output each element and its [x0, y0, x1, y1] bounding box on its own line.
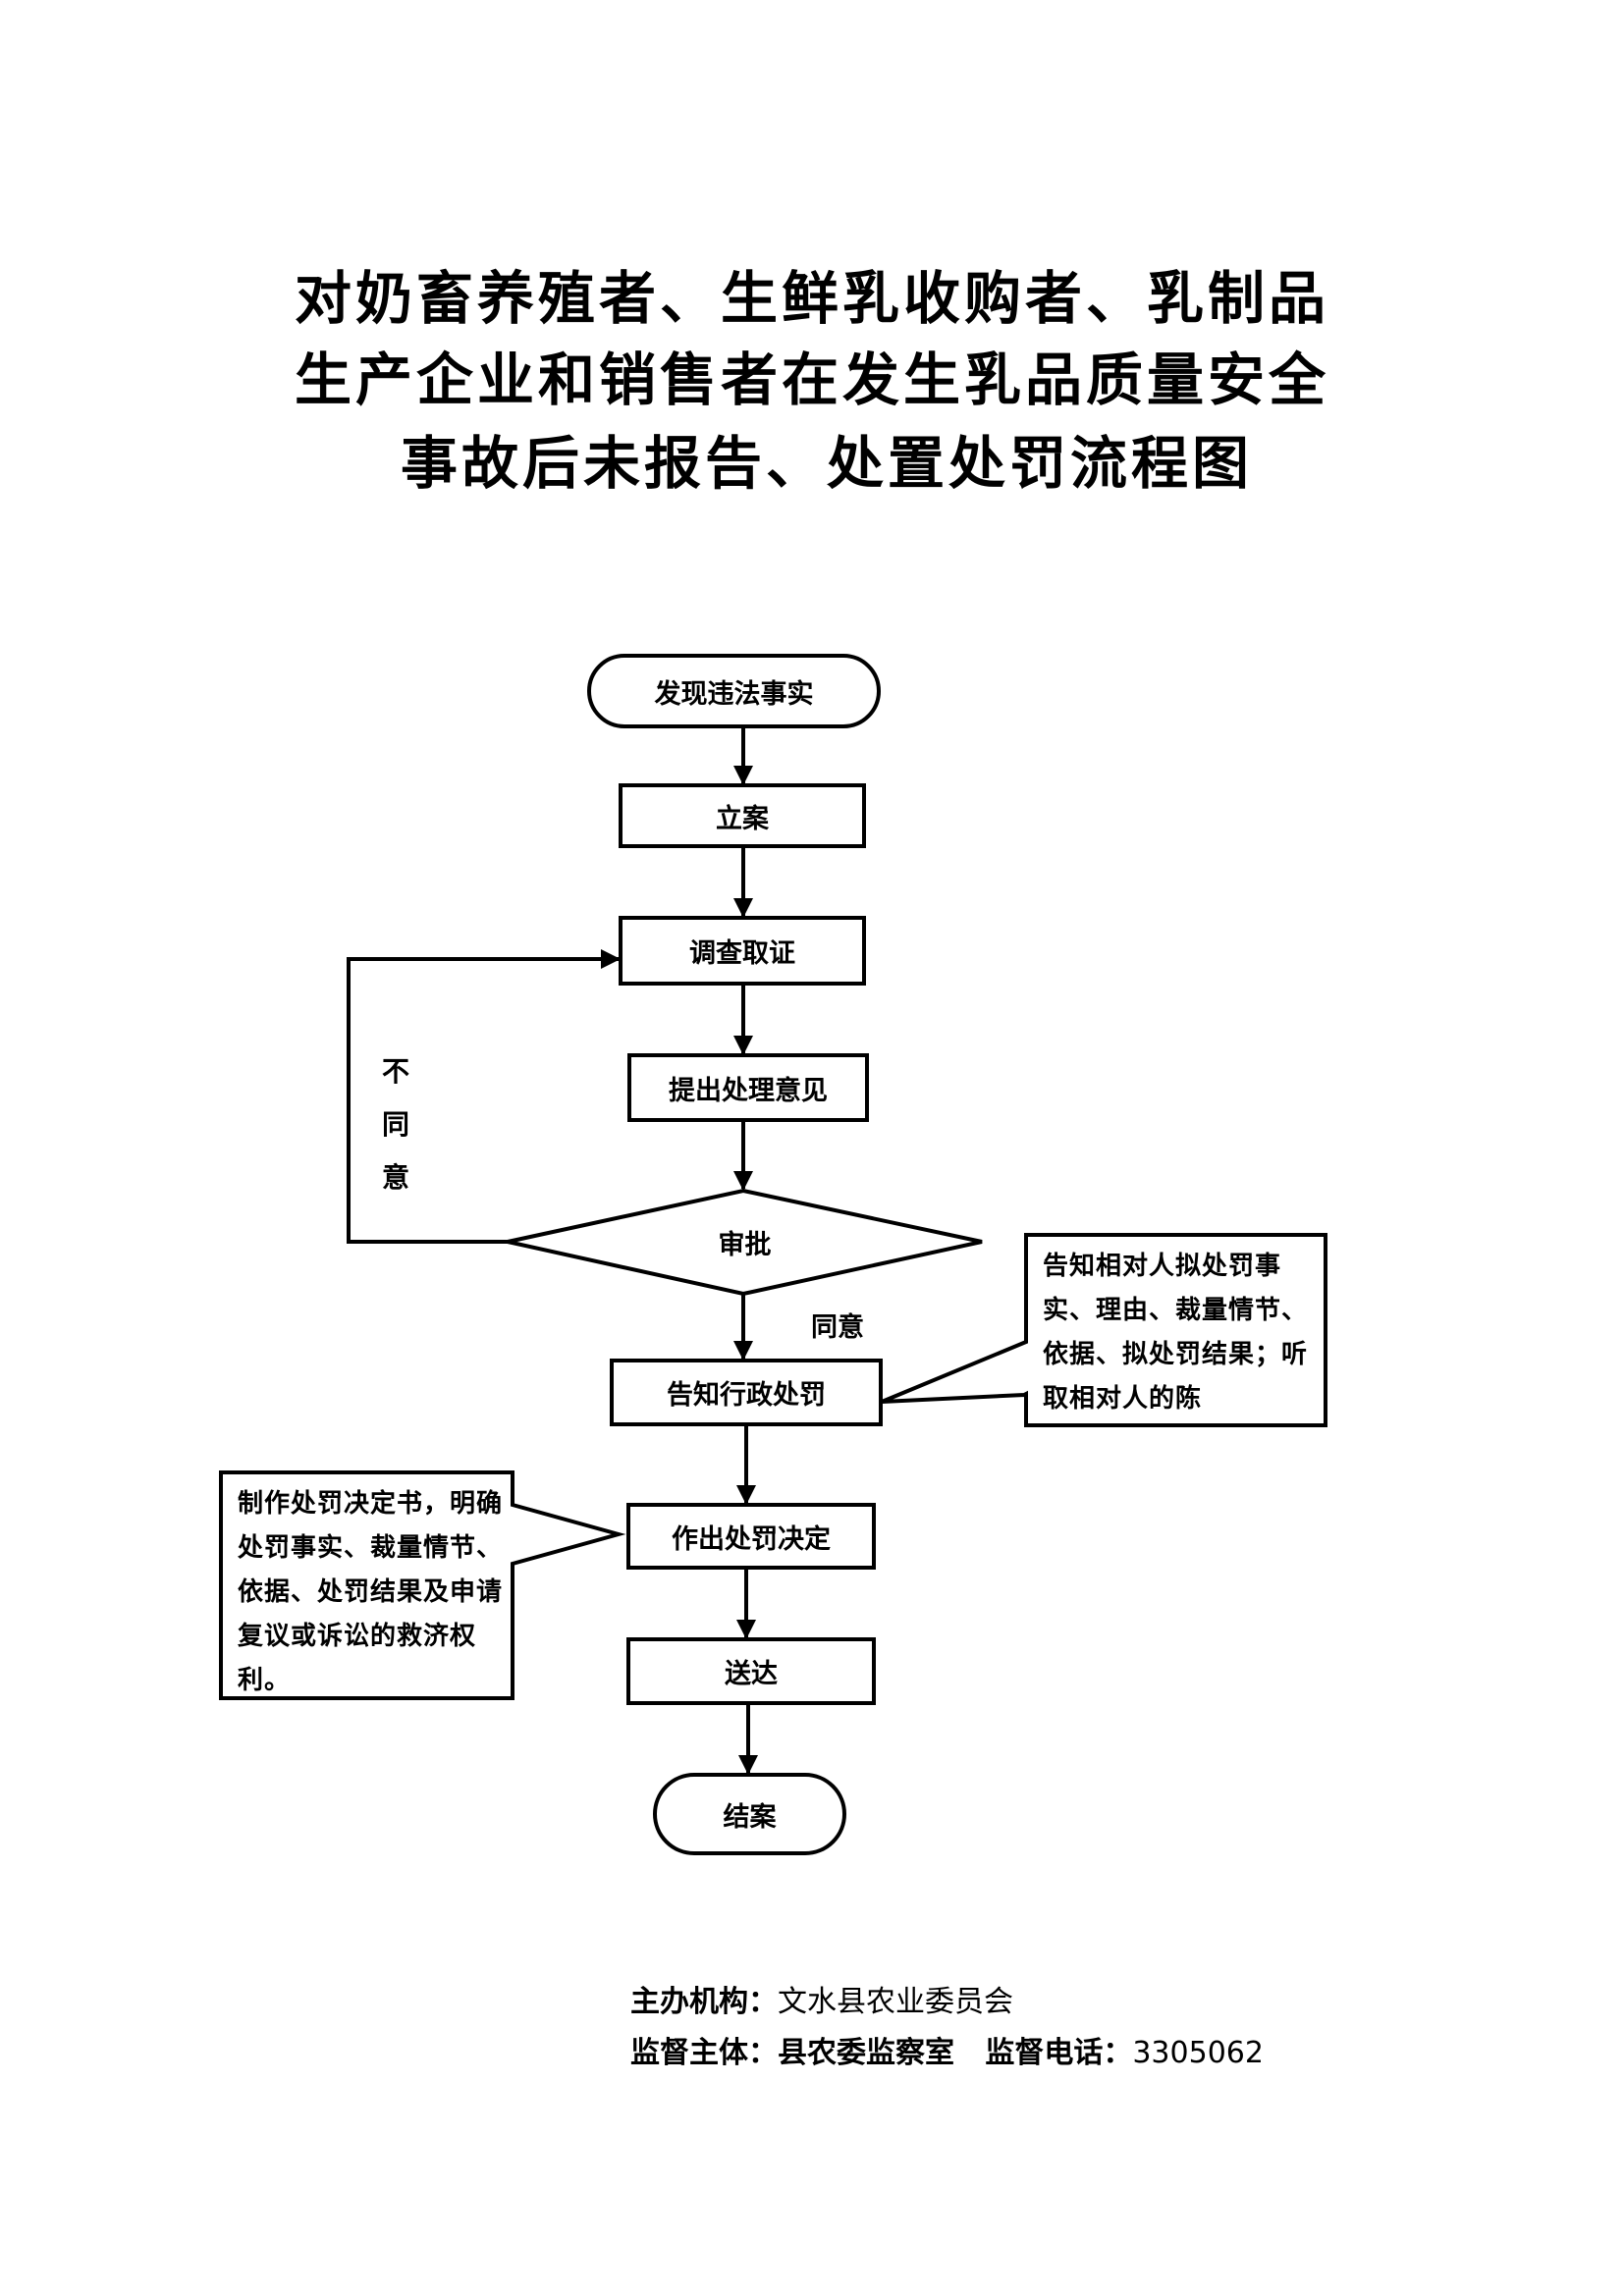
node-deliver: 送达: [725, 1659, 778, 1689]
decide-callout-shape: [219, 1470, 626, 1700]
supervisor-value: 县农委监察室: [778, 2036, 954, 2070]
node-propose: 提出处理意见: [669, 1075, 828, 1106]
title-line-3: 事故后未报告、处置处罚流程图: [400, 430, 1253, 497]
node-file-case: 立案: [716, 803, 769, 834]
end-terminator-shape: [653, 1773, 846, 1855]
agree-label: 同意: [811, 1312, 864, 1343]
node-start: 发现违法事实: [654, 678, 814, 710]
node-notify: 告知行政处罚: [667, 1380, 826, 1411]
organizer-label: 主办机构：: [630, 1985, 778, 2019]
node-close: 结案: [723, 1801, 777, 1833]
notify-callout-text: 告知相对人拟处罚事实、理由、裁量情节、依据、拟处罚结果；听取相对人的陈: [1043, 1252, 1309, 1414]
decide-box: [626, 1503, 876, 1570]
decide-callout-text: 制作处罚决定书，明确处罚事实、裁量情节、依据、处罚结果及申请复议或诉讼的救济权利…: [238, 1489, 504, 1695]
start-terminator-shape: [587, 654, 881, 728]
propose-box: [627, 1053, 869, 1122]
node-decide: 作出处罚决定: [672, 1523, 831, 1555]
deliver-box: [626, 1637, 876, 1705]
notify-box: [610, 1359, 883, 1426]
organizer-value: 文水县农业委员会: [778, 1985, 1013, 2019]
notify-callout-shape: [881, 1233, 1327, 1427]
disagree-char-1: 不: [381, 1055, 409, 1088]
phone-label: 监督电话：: [985, 2036, 1133, 2070]
disagree-char-2: 同: [381, 1108, 409, 1141]
supervisor-label: 监督主体：: [630, 2036, 778, 2070]
disagree-label: 不 同 意: [381, 1045, 410, 1204]
footer-supervisor: 监督主体：县农委监察室 监督电话：3305062: [630, 2028, 1264, 2071]
disagree-char-3: 意: [381, 1161, 409, 1194]
phone-value: 3305062: [1132, 2036, 1264, 2070]
arrow-disagree-loop: [347, 949, 621, 1244]
title-line-2: 生产企业和销售者在发生乳品质量安全: [294, 347, 1329, 413]
node-approve: 审批: [718, 1229, 772, 1260]
investigate-box: [619, 916, 866, 986]
file-case-box: [619, 783, 866, 848]
title-line-1: 对奶畜养殖者、生鲜乳收购者、乳制品: [294, 265, 1329, 332]
node-investigate: 调查取证: [689, 938, 795, 969]
footer-organizer: 主办机构：文水县农业委员会: [630, 1977, 1013, 2020]
